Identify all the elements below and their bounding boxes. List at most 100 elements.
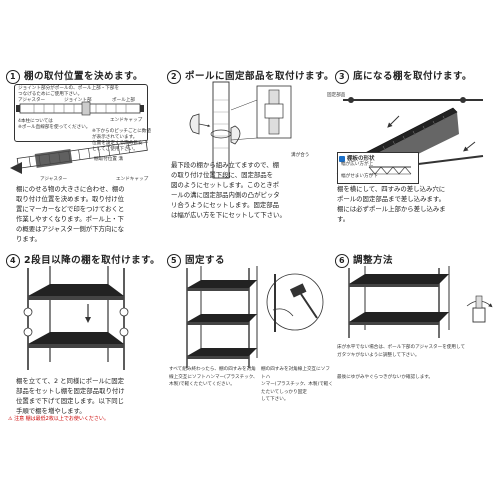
step-5-note-line: 棚の四すみを対角線上交互にソフトハ (261, 367, 330, 380)
label-pole-top: ポール上部 (112, 98, 135, 103)
step-2-title: 2 ポールに固定部品を取付けます。 (167, 68, 334, 84)
step-5-title-text: 固定する (185, 255, 226, 266)
clip-marker-icon (23, 307, 33, 317)
step-6-body: 床が水平でない場合は、ポール下部のアジャスターを使用して ガタツキがないように調… (337, 344, 497, 359)
step-2-body-line: ールの溝に固定部品内側の凸がピッタ (171, 191, 280, 199)
shelf-top-label: 幅が広い方が上 (341, 162, 374, 167)
label-grooves: 棚取付位置 溝 (94, 157, 124, 162)
step-6: 6 調整方法 床が水平でない場合は、ポール下部のアジャスターを使用して ガタツキが… (333, 250, 500, 500)
arrow-left-icon (10, 162, 22, 174)
pole-note-2: ※ポール直線部を使ってください。 (18, 125, 91, 130)
step-1-title-text: 棚の取付位置を決めます。 (24, 71, 144, 82)
step-5-hammer-detail (266, 273, 324, 332)
label-ruler-end: エンドキャップ (116, 177, 149, 182)
step-2-body-line: は幅が広い方を下にセットして下さい。 (171, 211, 286, 219)
step-4-number: 4 (6, 253, 20, 268)
pole-horizontal (19, 103, 141, 114)
label-end-cap: エンドキャップ (110, 118, 143, 123)
step-5-note-line: 線上交互にソフトハンマー(プラスチック、 (169, 374, 258, 380)
step-2-number: 2 (167, 69, 181, 84)
step-3-title: 3 底になる棚を取付けます。 (335, 68, 472, 84)
hammer-icon (289, 283, 307, 298)
clip-marker-icon (119, 327, 129, 337)
step-5-note-line: 木製)で軽くたたいてください。 (169, 382, 235, 387)
step-4-body-line: 手順で棚を増やします。 (16, 407, 86, 415)
step-5-number: 5 (167, 253, 181, 268)
step-4: 4 2段目以降の棚を取付けます。 棚を立てて、2 と同様にポールに固定 部品をセッ… (0, 250, 165, 500)
step-1-note-2: が表示されています。 (92, 135, 138, 140)
step-1-body-line: ります。 (16, 235, 41, 243)
step-3-body: 棚を横にして、四すみの差し込み穴に ポールの固定部品まで差し込みます。 棚には必… (337, 184, 499, 224)
step-4-warning-text: 注意 棚は最低2枚以上でお使いください。 (14, 416, 109, 422)
joint-icon (81, 101, 91, 116)
step-5-rack-diagram (186, 266, 258, 368)
step-1-body-line: 作業しやすくなります。ポール上・下 (16, 215, 124, 223)
adjuster-icon (16, 105, 20, 112)
step-6-body-line: ガタツキがないように調整して下さい。 (337, 352, 420, 358)
step-1-number: 1 (6, 69, 20, 84)
step-1-pole-diagram (16, 101, 144, 116)
step-1-title: 1 棚の取付位置を決めます。 (6, 68, 143, 84)
clip-right-icon (230, 125, 241, 145)
step-1-note-1: ※下からのピッチごとに数値 (92, 129, 151, 134)
step-6-rack-diagram (348, 266, 450, 338)
step-4-body: 棚を立てて、2 と同様にポールに固定 部品をセットし棚を固定部品取り付け 位置ま… (16, 376, 164, 416)
warning-icon: ⚠ (8, 416, 13, 422)
step-2-body-line: リ合うようにセットします。固定部品 (171, 201, 279, 209)
label-clip: 溝が合う (291, 153, 310, 158)
step-3-body-line: 棚を横にして、四すみの差し込み穴に (337, 185, 446, 193)
step-6-title: 6 調整方法 (335, 252, 393, 268)
step-6-adjuster-detail (466, 295, 493, 323)
step-5-note-line: して下さい。 (261, 397, 289, 402)
label-part: 固定部品 (327, 93, 346, 98)
step-1-body-line: の概要はアジャスター側が下方向にな (16, 225, 125, 233)
clip-left-icon (189, 113, 200, 135)
info-icon (339, 155, 345, 162)
step-2-diagram (189, 81, 292, 179)
adjuster-icon (472, 307, 486, 323)
shelf-shape-box (337, 152, 419, 184)
step-1-ruler-diagram (10, 139, 149, 174)
step-4-warning: ⚠ 注意 棚は最低2枚以上でお使いください。 (8, 416, 109, 424)
step-1-body: 棚にのせる物の大きさに合わせ、棚の 取り付け位置を決めます。取り付け位 置にマー… (16, 184, 164, 244)
step-6-number: 6 (335, 253, 349, 268)
clip-marker-icon (23, 327, 33, 337)
step-1-callout-line1: ジョイント部分がポールの、ポール上部・下部を (18, 86, 120, 91)
step-3-title-text: 底になる棚を取付けます。 (353, 71, 473, 82)
shelf-profile-icon (368, 166, 412, 175)
step-5: 5 固定する すべて組み終わったら、棚の四すみを対角 線上交互にソフトハンマー(プ… (165, 250, 333, 500)
step-5-notes-left: すべて組み終わったら、棚の四すみを対角 線上交互にソフトハンマー(プラスチック、… (169, 366, 259, 389)
step-6-body-line: 床が水平でない場合は、ポール下部のアジャスターを使用して (337, 345, 466, 350)
step-1-body-line: 棚にのせる物の大きさに合わせ、棚の (16, 185, 125, 193)
step-3: 3 底になる棚を取付けます。 固定部品 棚板の形状 幅が広い方が上 幅がせまい方が… (327, 0, 500, 250)
step-2-body: 最下段の棚から組み立てますので、棚 の取り付け位置下段に、固定部品を 図のように… (171, 160, 331, 220)
step-5-notes-right: 棚の四すみを対角線上交互にソフトハ ンマー(プラスチック、木製)で軽くたたいてし… (261, 366, 333, 404)
step-1-body-line: 取り付け位置を決めます。取り付け位 (16, 195, 124, 203)
step-5-title: 5 固定する (167, 252, 225, 268)
step-3-body-line: 棚には必ずポール上部から差し込みま (337, 205, 446, 213)
step-6-note: 最後にゆがみやぐらつきがないか確認します。 (337, 375, 434, 380)
step-1-note-3: 位置を設定する際の目安 (92, 141, 143, 146)
step-6-title-text: 調整方法 (353, 255, 394, 266)
step-1: 1 棚の取付位置を決めます。 ジョイント部分がポールの、ポール上部・下部を つなげ… (0, 0, 165, 250)
step-3-number: 3 (335, 69, 349, 84)
step-1-callout-line2: つなげるためにご使用下さい。 (18, 92, 83, 97)
shelf-bottom-label: 幅がせまい方が下 (341, 174, 378, 179)
step-2-body-line: 図のようにセットします。このときポ (171, 181, 279, 189)
step-4-title-text: 2段目以降の棚を取付けます。 (24, 255, 161, 266)
shelf-shape-title: 棚板の形状 (339, 154, 375, 162)
step-5-note-line: ンマー(プラスチック、木製)で軽くたたいてしっかり固定 (261, 382, 333, 395)
shelf-shape-title-text: 棚板の形状 (347, 156, 375, 162)
label-ruler-adjuster: アジャスター (40, 177, 68, 182)
step-4-body-line: 棚を立てて、2 と同様にポールに固定 (16, 377, 125, 385)
step-5-note-line: すべて組み終わったら、棚の四すみを対角 (169, 367, 256, 372)
step-2-body-line: 最下段の棚から組み立てますので、棚 (171, 161, 280, 169)
step-2-title-text: ポールに固定部品を取付けます。 (185, 71, 335, 82)
step-4-diagram (23, 266, 129, 370)
clip-marker-icon (119, 307, 129, 317)
step-2: 2 ポールに固定部品を取付けます。 溝が合う 最下段の棚から組み立てますので、棚 … (165, 0, 334, 250)
step-1-body-line: 置にマーカーなどで印をつけておくと (16, 205, 125, 213)
step-4-body-line: 位置まで下げて固定します。以下同じ (16, 397, 124, 405)
end-cap-icon (140, 105, 144, 112)
marker-band (34, 148, 73, 168)
